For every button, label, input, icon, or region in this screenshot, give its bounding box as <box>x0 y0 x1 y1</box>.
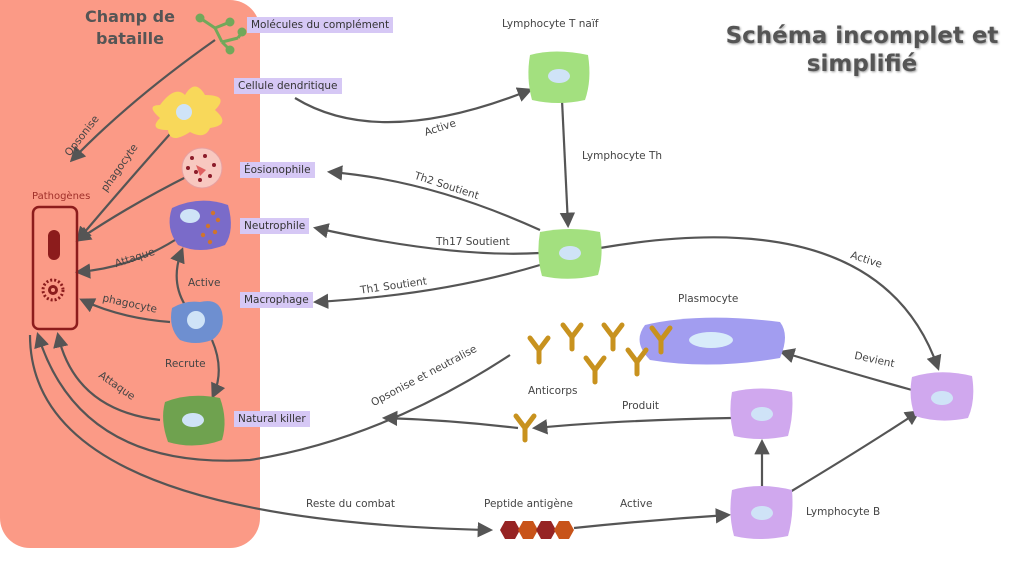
label-macrophage: Macrophage <box>240 292 313 308</box>
arrow-th-b <box>599 236 942 371</box>
arrow-phagocyte-dc <box>76 124 179 243</box>
arrow-peptide-b <box>573 508 732 530</box>
arrow-opsonise-neutr <box>34 332 511 462</box>
label-th: Lymphocyte Th <box>582 150 663 162</box>
label-dendritic: Cellule dendritique <box>234 78 342 94</box>
pathogens-label: Pathogènes <box>32 191 91 202</box>
arrow-produit <box>531 416 733 435</box>
edge-reste: Reste du combat <box>306 498 395 510</box>
edge-active-peptide: Active <box>620 498 653 510</box>
arrow-devient <box>779 348 913 392</box>
b-cell-activated-icon <box>910 372 974 421</box>
b-cell-icon <box>730 486 793 539</box>
bacterium-icon <box>48 230 60 260</box>
arrow-dc-naive <box>294 87 533 124</box>
b-cell-memory-icon <box>730 388 793 439</box>
virus-icon <box>41 278 65 302</box>
arrow-mac-phagocyte <box>79 298 171 324</box>
neutrophil-cell-icon <box>169 200 231 250</box>
pathogens-box <box>31 205 79 331</box>
arrow-nk-attack <box>53 331 161 422</box>
edge-produit: Produit <box>622 400 660 412</box>
plasmocyte-cell-icon <box>639 317 785 365</box>
page-title: Schéma incomplet et simplifié <box>725 23 999 77</box>
th-cell-icon <box>538 229 602 279</box>
arrow-th17 <box>312 223 541 255</box>
arrow-th1 <box>312 263 541 309</box>
arrow-reste <box>28 334 494 538</box>
arrow-b-right <box>789 410 921 493</box>
arrow-antibody-ops <box>381 410 519 430</box>
antibodies-icon <box>513 322 673 443</box>
arrow-eosino-patho <box>75 174 191 242</box>
complement-molecule-icon <box>195 13 247 55</box>
dendritic-cell-icon <box>152 86 223 139</box>
label-nk: Natural killer <box>234 411 310 427</box>
arrow-mac-active <box>170 247 186 306</box>
arrow-neutro-attack <box>74 239 176 279</box>
arrow-naive-th <box>559 99 576 229</box>
peptide-antigen-icon <box>500 521 574 539</box>
label-naive-t: Lymphocyte T naïf <box>502 18 599 30</box>
battlefield-zone <box>0 0 260 548</box>
edge-active-mac: Active <box>188 277 221 289</box>
edge-th17: Th17 Soutient <box>436 236 510 248</box>
edge-recrute: Recrute <box>165 358 206 370</box>
label-plasmocyte: Plasmocyte <box>678 293 739 305</box>
arrow-opsonise <box>69 39 216 163</box>
eosinophil-cell-icon <box>181 147 223 189</box>
macrophage-cell-icon <box>171 301 223 343</box>
naive-t-cell-icon <box>528 51 590 103</box>
label-eosinophil: Éosionophile <box>240 162 315 178</box>
label-complement: Molécules du complément <box>247 17 394 33</box>
label-antibodies: Anticorps <box>528 385 578 397</box>
label-peptide: Peptide antigène <box>484 498 573 510</box>
arrow-th2 <box>326 165 541 232</box>
label-b-cell: Lymphocyte B <box>806 506 881 518</box>
arrow-mac-recrute <box>210 339 226 399</box>
battlefield-title: Champ de bataille <box>85 7 175 48</box>
natural-killer-cell-icon <box>163 395 225 446</box>
label-neutrophil: Neutrophile <box>240 218 310 234</box>
